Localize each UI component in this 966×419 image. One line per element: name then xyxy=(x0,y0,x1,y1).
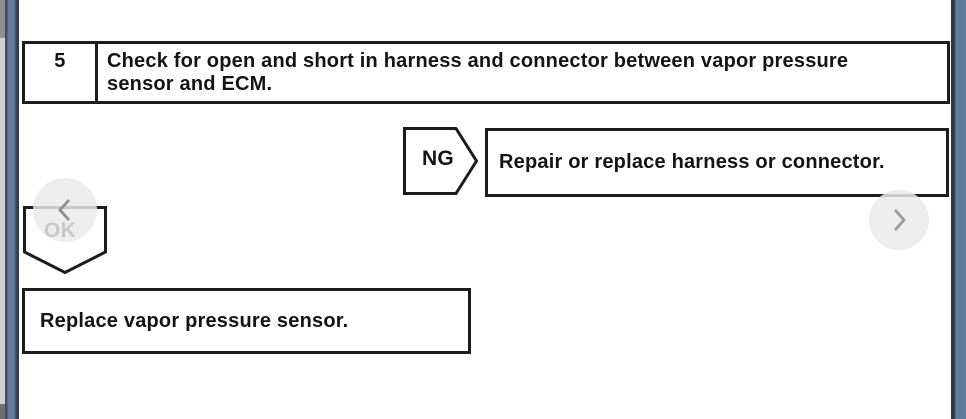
step-instruction-line2: sensor and ECM. xyxy=(107,73,273,95)
ng-action-text: Repair or replace harness or connector. xyxy=(499,151,885,173)
ng-action-box: Repair or replace harness or connector. xyxy=(485,128,949,197)
previous-page-button[interactable] xyxy=(33,178,97,242)
ng-label: NG xyxy=(421,147,455,170)
left-gutter-top-cap xyxy=(0,0,5,38)
pentagon-right-icon xyxy=(403,127,479,195)
ok-action-text: Replace vapor pressure sensor. xyxy=(40,309,349,332)
step-instruction-line1: Check for open and short in harness and … xyxy=(107,50,849,72)
ok-action-box: Replace vapor pressure sensor. xyxy=(22,288,471,354)
chevron-left-icon xyxy=(58,199,71,221)
left-scrollbar-gutter[interactable] xyxy=(0,0,5,419)
window-frame-right xyxy=(951,0,966,419)
next-page-button[interactable] xyxy=(869,190,929,250)
chevron-right-icon xyxy=(893,209,906,231)
step-instruction: Check for open and short in harness and … xyxy=(98,44,848,101)
step-box: 5 Check for open and short in harness an… xyxy=(22,41,950,104)
window-frame-left xyxy=(5,0,19,419)
left-gutter-bottom-cap xyxy=(0,404,5,419)
step-number: 5 xyxy=(25,44,98,101)
ng-connector: NG xyxy=(403,127,479,195)
